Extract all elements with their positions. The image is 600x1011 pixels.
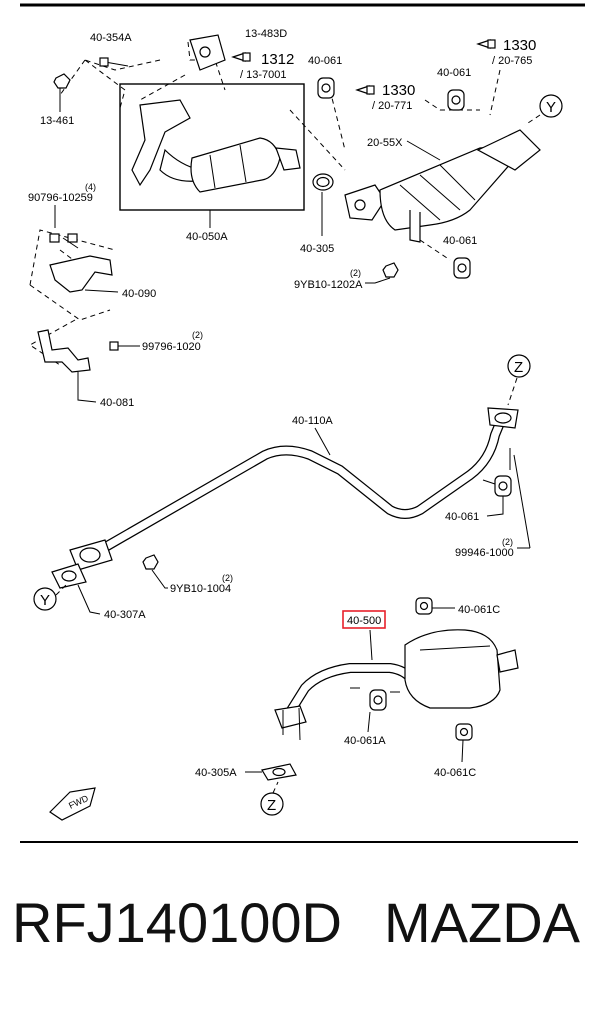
callout-40-061C-low: 40-061C bbox=[434, 767, 476, 779]
gasket-40-307A bbox=[51, 563, 101, 615]
callout-13-483D: 13-483D bbox=[245, 28, 287, 40]
gasket-40-305A bbox=[245, 763, 297, 781]
callout-40-061A: 40-061A bbox=[344, 735, 386, 747]
callout-40-061-low: 40-061 bbox=[443, 235, 477, 247]
callout-1330-b: 1330 bbox=[382, 82, 415, 99]
callout-20-771: / 20-771 bbox=[372, 100, 412, 112]
converter-20-55X bbox=[344, 129, 541, 243]
callout-40-090: 40-090 bbox=[122, 288, 156, 300]
callout-90796-qty: (4) bbox=[85, 182, 96, 192]
callout-20-55X: 20-55X bbox=[367, 137, 403, 149]
bolts-90796-10259 bbox=[49, 205, 79, 249]
callout-99946-qty: (2) bbox=[502, 537, 513, 547]
callout-40-110A: 40-110A bbox=[292, 415, 333, 427]
callout-99796-qty: (2) bbox=[192, 330, 203, 340]
callout-9YB10-1202A: 9YB10-1202A bbox=[294, 279, 363, 291]
callout-99946-1000: 99946-1000 bbox=[455, 547, 514, 559]
hanger-40-061-mid bbox=[482, 475, 512, 517]
part-number: RFJ140100D bbox=[12, 891, 342, 954]
forward-arrow-icon: FWD bbox=[49, 787, 96, 821]
ref-circle-Z-mid bbox=[507, 354, 531, 378]
ref-arrow-1330-b bbox=[355, 85, 375, 95]
hanger-40-061C-top bbox=[415, 597, 455, 615]
callout-40-061-mid: 40-061 bbox=[445, 511, 479, 523]
ref-circle-Z-bottom bbox=[260, 792, 284, 816]
bolt-40-354A bbox=[99, 57, 129, 67]
callout-40-050A: 40-050A bbox=[186, 231, 228, 243]
callout-13-7001: / 13-7001 bbox=[240, 69, 286, 81]
brand-name: MAZDA bbox=[384, 891, 580, 954]
nut-9YB10-1202A bbox=[365, 262, 399, 284]
ref-Z-bottom-label: Z bbox=[267, 797, 276, 814]
callout-1312: 1312 bbox=[261, 51, 294, 68]
highlight-40-500 bbox=[342, 610, 386, 629]
bracket-40-090 bbox=[49, 255, 119, 293]
ref-Y-top-label: Y bbox=[546, 99, 556, 116]
callout-40-354A: 40-354A bbox=[90, 32, 132, 44]
callout-40-500: 40-500 bbox=[347, 615, 381, 627]
footer: RFJ140100D MAZDA bbox=[0, 890, 600, 980]
callout-90796-10259: 90796-10259 bbox=[28, 192, 93, 204]
callout-40-305A: 40-305A bbox=[195, 767, 237, 779]
callout-40-061C-top: 40-061C bbox=[458, 604, 500, 616]
bolt-99796-1020 bbox=[109, 341, 140, 351]
muffler-40-500 bbox=[274, 629, 519, 741]
callout-9YB10-1004-qty: (2) bbox=[222, 573, 233, 583]
bracket-40-081 bbox=[37, 329, 97, 403]
callout-40-061-top: 40-061 bbox=[308, 55, 342, 67]
hanger-40-061-right bbox=[447, 89, 465, 111]
ref-Z-mid-label: Z bbox=[514, 359, 523, 376]
front-pipe-40-110A bbox=[69, 407, 519, 571]
callout-40-305: 40-305 bbox=[300, 243, 334, 255]
catalyst-40-050A bbox=[131, 99, 301, 193]
catalyst-box-40-050A bbox=[119, 83, 305, 211]
exhaust-parts-diagram: 40-354A 13-483D 1312 / 13-7001 13-461 40… bbox=[20, 3, 585, 843]
hanger-40-061C-low bbox=[455, 723, 473, 763]
callout-9YB10-1004: 9YB10-1004 bbox=[170, 583, 231, 595]
nut-9YB10-1004 bbox=[142, 554, 168, 589]
bolts-99946-1000 bbox=[509, 448, 531, 549]
callout-40-307A: 40-307A bbox=[104, 609, 146, 621]
ref-circle-Y-left bbox=[33, 587, 57, 611]
callout-99796-1020: 99796-1020 bbox=[142, 341, 201, 353]
gasket-40-305 bbox=[312, 173, 334, 236]
callout-40-061-right: 40-061 bbox=[437, 67, 471, 79]
ref-arrow-1330-a bbox=[476, 39, 496, 49]
ref-arrow-1312 bbox=[231, 52, 251, 62]
gasket-13-483D bbox=[189, 34, 226, 71]
callout-20-765: / 20-765 bbox=[492, 55, 532, 67]
hanger-40-061A bbox=[350, 687, 400, 733]
callout-1330-a: 1330 bbox=[503, 37, 536, 54]
ref-circle-Y-top bbox=[539, 94, 563, 118]
callout-13-461: 13-461 bbox=[40, 115, 74, 127]
nut-13-461 bbox=[53, 73, 71, 112]
hanger-40-061-top bbox=[317, 77, 335, 99]
callout-40-081: 40-081 bbox=[100, 397, 134, 409]
ref-Y-left-label: Y bbox=[40, 592, 50, 609]
callout-9YB10-1202A-qty: (2) bbox=[350, 268, 361, 278]
hanger-40-061-low bbox=[453, 257, 471, 279]
